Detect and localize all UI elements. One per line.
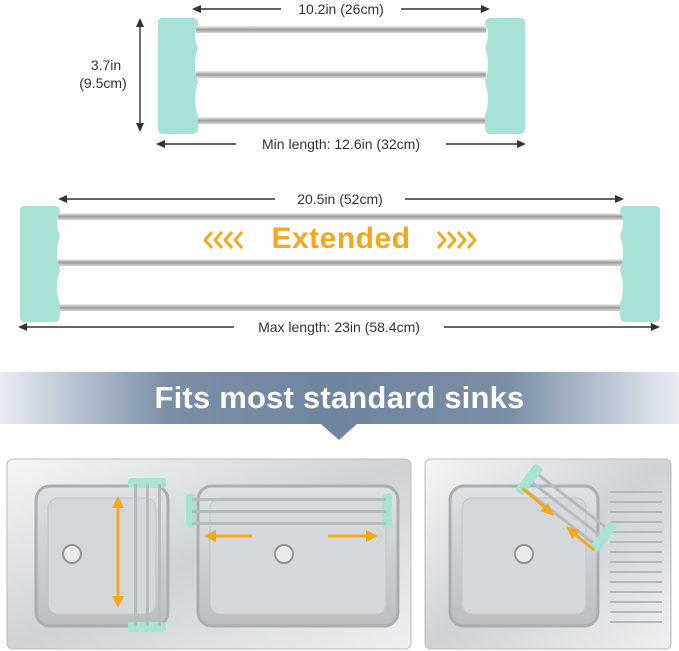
rod: [58, 213, 624, 220]
rod: [58, 259, 624, 266]
rod: [196, 26, 486, 33]
banner: Fits most standard sinks: [0, 372, 679, 424]
chevrons-right-icon: [436, 231, 477, 249]
silicone-end-right: [620, 206, 660, 322]
height-label-line1: 3.7in: [90, 57, 122, 73]
extended-width-label: 20.5in (52cm): [275, 191, 405, 207]
single-sink-illustration: [424, 458, 672, 650]
min-length-arrow: [156, 140, 526, 148]
max-length-label: Max length: 23in (58.4cm): [258, 319, 420, 335]
banner-pointer: [321, 424, 357, 440]
banner-title: Fits most standard sinks: [154, 380, 525, 415]
double-sink-illustration: [6, 458, 412, 650]
width-label: 10.2in (26cm): [281, 1, 401, 17]
drain-icon: [514, 544, 534, 564]
max-length-arrow: [18, 323, 660, 331]
min-length-label: Min length: 12.6in (32cm): [262, 136, 420, 152]
height-label-line2: (9.5cm): [79, 75, 127, 91]
silicone-end-left: [20, 206, 60, 322]
drain-icon: [62, 544, 82, 564]
min-rack-diagram: [136, 5, 526, 148]
rack-vertical: [128, 478, 166, 632]
rack-horizontal: [186, 494, 392, 528]
height-arrow: [136, 18, 144, 132]
chevrons-left-icon: [203, 231, 244, 249]
rod: [196, 71, 486, 78]
rod: [196, 117, 486, 124]
drainboard-ridges: [610, 491, 662, 623]
max-rack-diagram: [18, 195, 660, 331]
drain-icon: [274, 544, 294, 564]
extended-label: Extended: [271, 222, 411, 255]
silicone-end-right: [485, 18, 525, 134]
silicone-end-left: [158, 18, 198, 134]
rod: [58, 304, 624, 311]
